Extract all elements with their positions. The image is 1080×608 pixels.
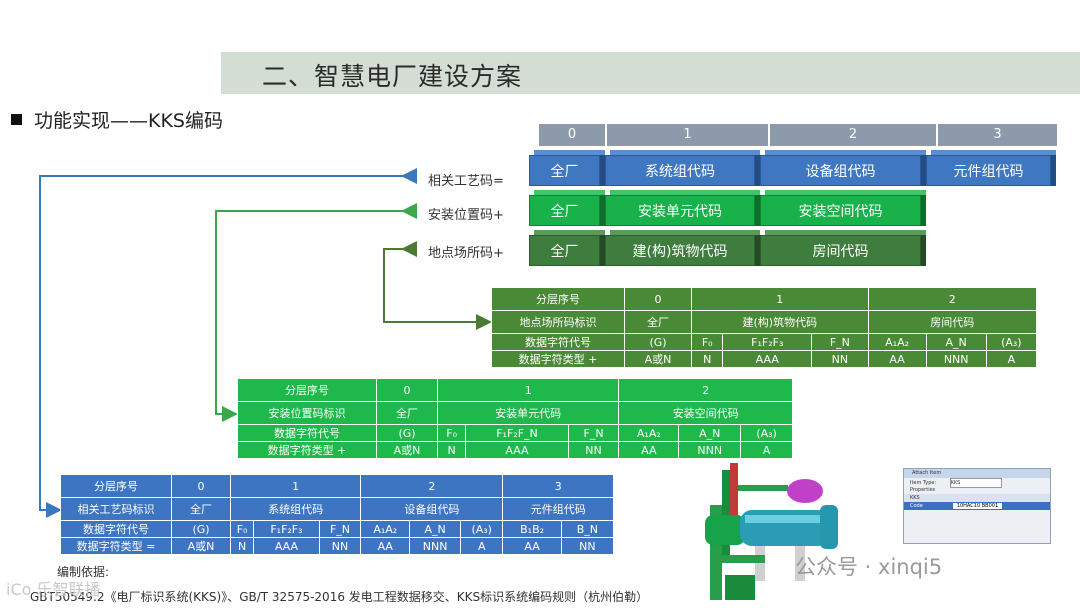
arrow-process <box>40 176 405 510</box>
table-install-code: 分层序号 0 1 2 安装位置码标识 全厂 安装单元代码 安装空间代码 数据字符… <box>237 378 793 459</box>
equipment-model-illustration <box>700 455 840 605</box>
left-watermark: iCo 乐智联播 <box>6 576 101 600</box>
item-type-select[interactable]: KKS <box>950 478 1002 488</box>
arrow-location <box>384 249 488 322</box>
table-location-code: 分层序号 0 1 2 地点场所码标识 全厂 建(构)筑物代码 房间代码 数据字符… <box>491 287 1037 368</box>
wechat-watermark: 公众号 · xinqi5 <box>795 551 942 581</box>
kks-group[interactable]: KKS <box>904 494 1050 502</box>
attach-item-dialog: Attach Item Item Type: KKS Properties KK… <box>903 468 1051 544</box>
basis-text: GBT50549.2《电厂标识系统(KKS)》、GB/T 32575-2016 … <box>30 588 648 605</box>
dialog-title: Attach Item <box>904 469 1050 478</box>
table-process-code: 分层序号 0 1 2 3 相关工艺码标识 全厂 系统组代码 设备组代码 元件组代… <box>60 474 614 555</box>
cell-level-label: 分层序号 <box>492 288 625 311</box>
